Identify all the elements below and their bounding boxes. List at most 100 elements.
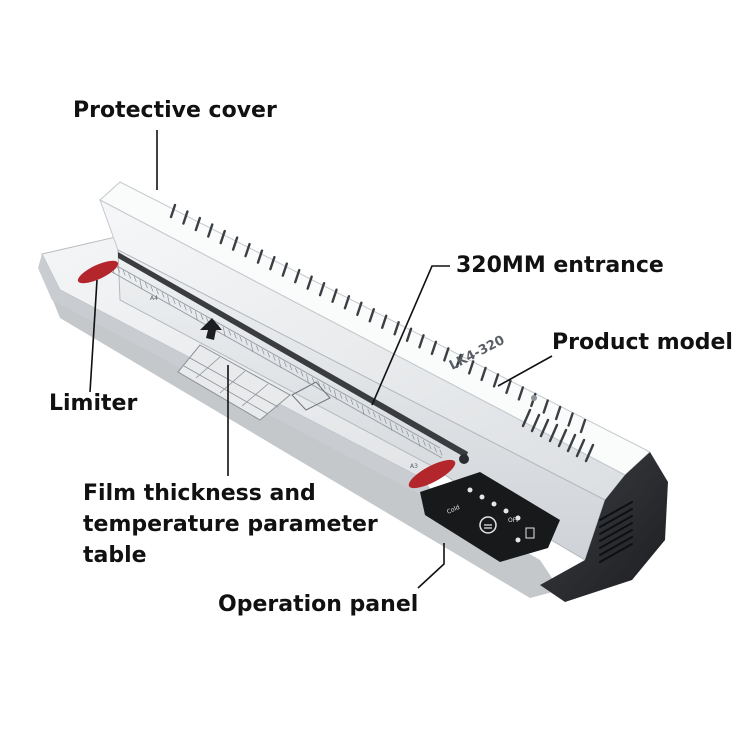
status-led-icon: [515, 537, 521, 543]
vent-slot: [231, 236, 239, 251]
ruler-tick: [272, 355, 276, 361]
tray-mark-right: A3: [410, 463, 418, 470]
cap-vent-slot: [599, 522, 633, 542]
ruler-tick: [434, 446, 437, 453]
label-product-model-text: Product model: [552, 330, 733, 355]
label-limiter-text: Limiter: [49, 391, 138, 416]
paper-outline-mark: [291, 381, 331, 411]
power-button-icon: [479, 516, 497, 534]
ruler-tick: [178, 301, 182, 308]
vent-slot: [169, 203, 177, 219]
ruler-tick: [306, 373, 309, 384]
ruler-tick: [422, 440, 426, 446]
ruler-tick: [239, 336, 243, 342]
ruler-tick: [161, 292, 165, 298]
vent-slot: [557, 428, 568, 448]
vent-slot: [530, 413, 541, 433]
vent-slot: [430, 340, 438, 356]
tray-mark-left: A4: [150, 295, 158, 302]
ruler-tick: [245, 339, 248, 346]
ruler-tick: [300, 370, 304, 377]
vent-slot: [219, 229, 226, 245]
vent-slot: [244, 242, 251, 258]
ruler-tick: [145, 282, 148, 289]
cap-vent-slot: [599, 536, 633, 556]
vent-slot: [467, 360, 475, 375]
ruler-tick: [150, 285, 154, 292]
panel-indicator-lights: [467, 487, 521, 521]
ruler-tick: [428, 443, 432, 450]
ruler-tick: [228, 329, 232, 336]
vent-slot: [443, 347, 450, 362]
ruler-tick: [417, 437, 421, 447]
vent-slot: [521, 408, 532, 428]
ruler-tick: [267, 351, 271, 358]
ruler-tick: [289, 364, 293, 371]
vent-slot: [194, 216, 202, 232]
ruler-tick: [133, 276, 137, 282]
vent-slot: [182, 210, 189, 225]
label-entrance: 320MM entrance: [456, 250, 664, 281]
ruler-tick: [384, 418, 387, 424]
ruler-tick: [356, 402, 359, 409]
vent-slot: [281, 262, 289, 277]
vent-slot: [548, 423, 559, 443]
panel-switch-icon: [525, 527, 535, 539]
panel-off-label: OFF: [508, 517, 520, 524]
ruler-tick: [233, 333, 237, 339]
vent-slot: [505, 379, 512, 395]
ruler-tick: [378, 414, 382, 421]
vent-slot: [269, 255, 276, 271]
cap-vent-slot: [599, 543, 633, 563]
vent-slot: [492, 373, 500, 388]
ruler-tick: [395, 424, 398, 431]
ruler-tick: [295, 367, 298, 374]
entrance-slot: [118, 252, 468, 458]
vent-slot: [539, 418, 550, 438]
ruler-tick: [283, 361, 287, 368]
ruler-tick: [339, 392, 343, 399]
vent-slot: [318, 281, 326, 297]
ruler-tick: [250, 342, 254, 353]
label-film-table: Film thickness and temperature parameter…: [83, 478, 378, 571]
ruler-tick: [389, 421, 393, 431]
vent-slot: [393, 321, 400, 336]
vent-slot: [381, 314, 388, 329]
feed-arrow-icon: [200, 318, 222, 340]
label-entrance-text: 320MM entrance: [456, 253, 664, 278]
vent-slot: [517, 386, 525, 401]
tray-ruler: [109, 261, 443, 459]
limiter-left: [77, 260, 119, 284]
ruler-tick: [350, 399, 354, 405]
limiter-knob: [459, 454, 469, 464]
ruler-tick: [195, 310, 198, 321]
vent-slot: [343, 295, 351, 310]
screw-icon: [531, 395, 537, 401]
label-protective-cover: Protective cover: [73, 95, 277, 126]
side-vent-slots: [521, 408, 595, 463]
leader-limiter: [89, 279, 98, 393]
label-product-model: Product model: [552, 327, 733, 358]
ruler-tick: [439, 449, 443, 456]
callout-lines: [89, 130, 553, 589]
ruler-tick: [128, 273, 132, 279]
ruler-tick: [411, 433, 415, 440]
vent-slot: [405, 327, 413, 342]
label-limiter: Limiter: [49, 388, 137, 419]
ruler-tick: [183, 304, 187, 311]
vent-slot: [418, 334, 425, 349]
ruler-tick: [256, 345, 259, 352]
ruler-tick: [189, 307, 193, 314]
ruler-tick: [206, 317, 209, 323]
vent-slot: [575, 438, 586, 458]
label-operation-panel: Operation panel: [218, 589, 418, 620]
cap-vent-slot: [599, 515, 633, 535]
vent-slot: [368, 308, 375, 323]
label-protective-cover-text: Protective cover: [73, 98, 277, 123]
label-film-table-line2: temperature parameter: [83, 512, 378, 537]
ruler-tick: [361, 405, 365, 416]
vent-slot: [566, 433, 577, 453]
ruler-tick: [167, 295, 170, 305]
ruler-tick: [172, 298, 176, 305]
